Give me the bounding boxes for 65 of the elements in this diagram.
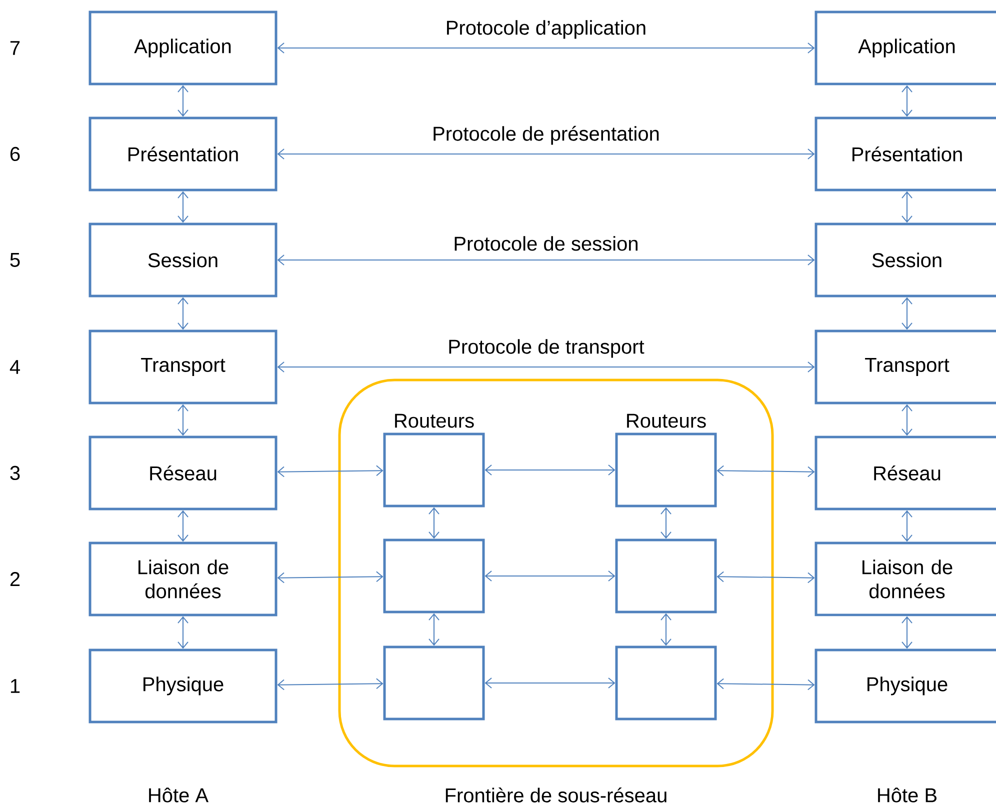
- layer-box: Physique: [814, 648, 996, 724]
- arrow: [277, 678, 384, 690]
- edge-label: Protocole de session: [454, 236, 638, 251]
- layer-box: Application: [88, 10, 278, 86]
- layer-box: Réseau: [814, 436, 996, 510]
- node-label: Frontière de sous-réseau: [446, 788, 666, 802]
- arrow: [902, 404, 912, 436]
- router-box: [383, 538, 485, 614]
- edge-label: Protocole de présentation: [434, 126, 659, 145]
- router-box: [615, 538, 717, 614]
- arrow: [178, 297, 188, 330]
- arrow: [716, 678, 815, 690]
- layer-number: 2: [10, 572, 20, 586]
- layer-number: 3: [10, 466, 20, 480]
- arrow: [660, 613, 672, 646]
- layer-number: 4: [10, 360, 20, 374]
- arrow: [277, 254, 815, 266]
- node-label: Routeurs: [627, 414, 706, 428]
- router-box: [615, 646, 717, 720]
- router-box: Routeurs: [615, 414, 717, 508]
- arrow: [277, 148, 815, 160]
- arrow: [902, 616, 912, 649]
- host-label: Hôte A: [149, 788, 209, 802]
- layer-box: Liaison de données: [88, 542, 278, 616]
- layer-box: Liaison de données: [814, 542, 996, 616]
- layer-box: Session: [88, 222, 278, 298]
- arrow: [716, 465, 815, 478]
- layer-box: Présentation: [814, 116, 996, 192]
- layer-number: 7: [10, 41, 20, 55]
- layer-box: Transport: [88, 330, 278, 404]
- arrow: [428, 507, 440, 539]
- edge-label: Protocole de transport: [449, 339, 644, 358]
- arrow: [178, 191, 188, 223]
- edge-label: Protocole d’application: [447, 20, 646, 39]
- arrow: [178, 85, 188, 117]
- arrow: [178, 404, 188, 436]
- arrow: [902, 297, 912, 330]
- arrow: [484, 570, 616, 582]
- arrow: [277, 361, 815, 372]
- arrow: [484, 677, 616, 688]
- layer-number: 6: [10, 146, 20, 162]
- arrow: [902, 510, 912, 542]
- layer-box: Session: [814, 222, 996, 298]
- layer-number: 5: [10, 253, 20, 267]
- layer-box: Transport: [814, 330, 996, 404]
- arrow: [178, 510, 188, 542]
- arrow: [902, 191, 912, 223]
- layer-box: Présentation: [88, 116, 278, 192]
- arrow: [277, 42, 815, 54]
- arrow: [484, 464, 616, 476]
- layer-box: Application: [814, 10, 996, 86]
- router-box: [383, 646, 485, 720]
- arrow: [716, 571, 815, 584]
- host-label: Hôte B: [878, 788, 936, 802]
- router-box: Routeurs: [383, 414, 485, 508]
- layer-number: 1: [10, 679, 20, 693]
- arrow: [277, 465, 384, 478]
- arrow: [428, 613, 440, 646]
- layer-box: Physique: [88, 648, 278, 724]
- arrow: [178, 616, 188, 649]
- arrow: [660, 507, 672, 539]
- arrow: [902, 85, 912, 117]
- node-label: Routeurs: [395, 414, 474, 428]
- arrow: [277, 571, 384, 584]
- layer-box: Réseau: [88, 436, 278, 510]
